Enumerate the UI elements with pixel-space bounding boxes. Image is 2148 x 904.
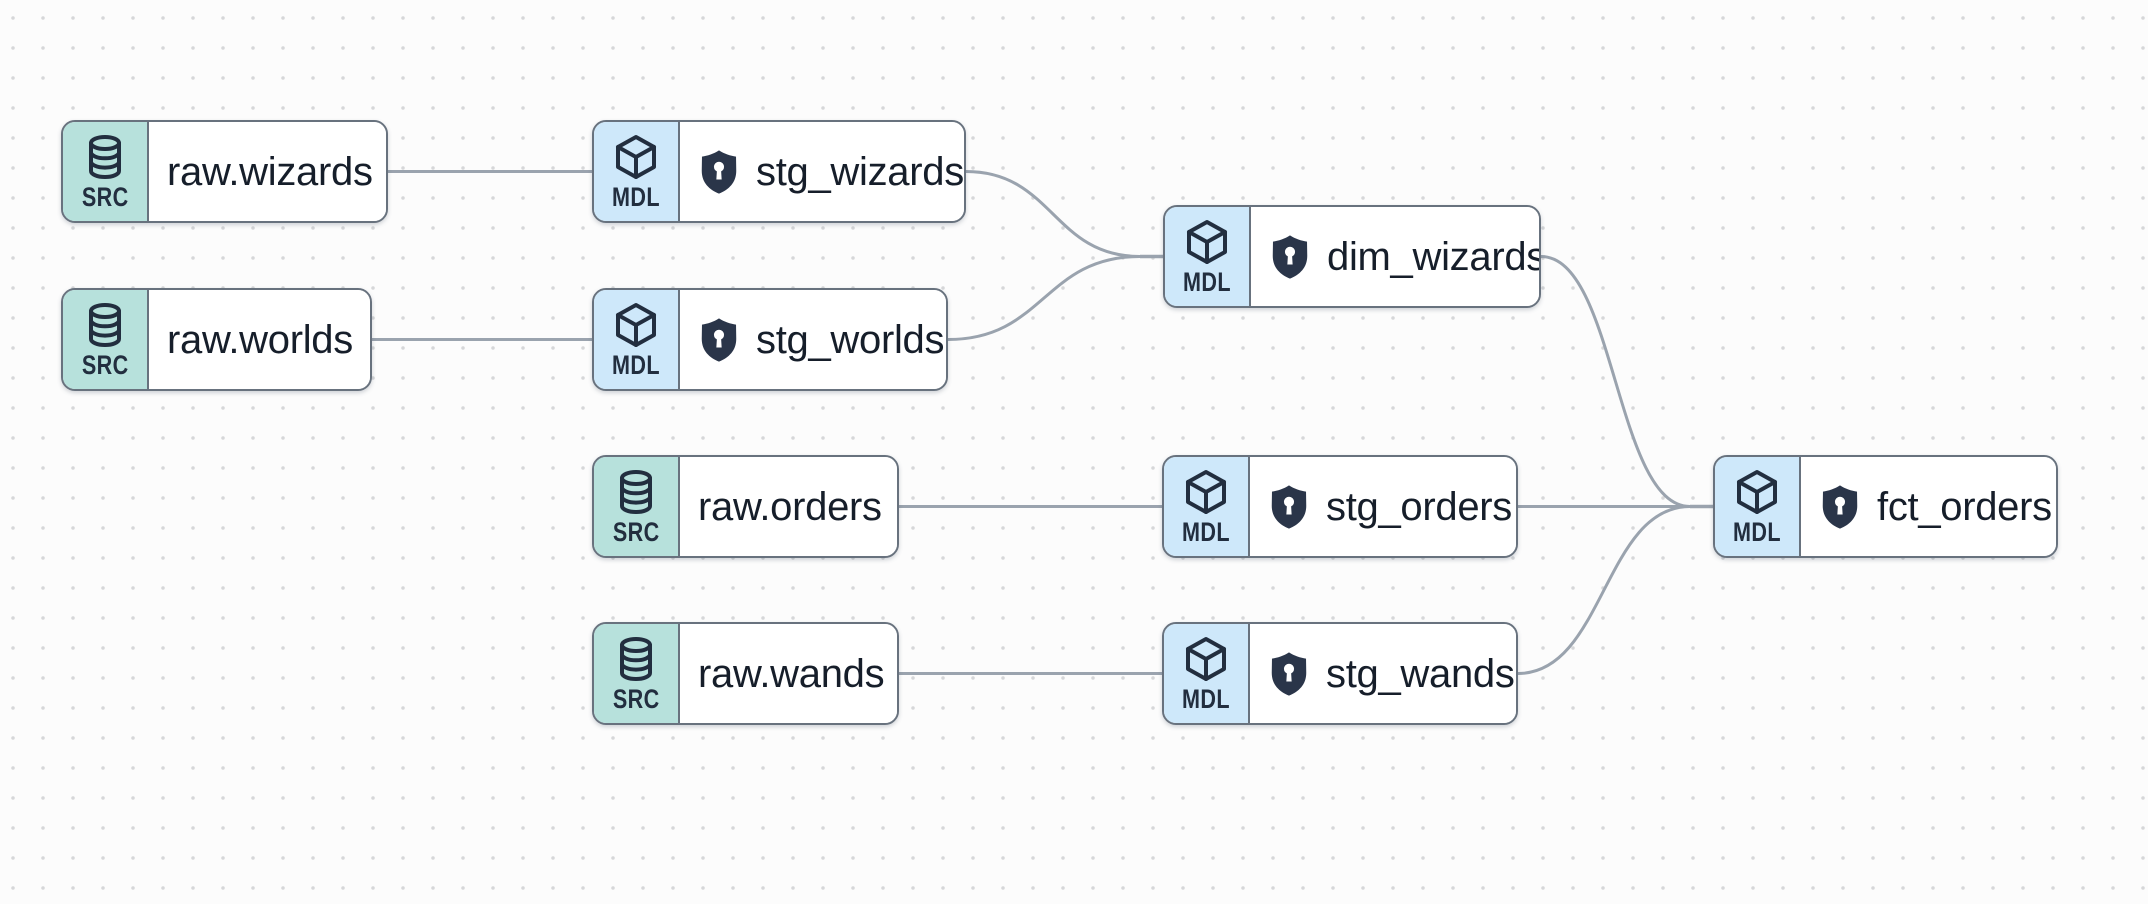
- badge-label: MDL: [1181, 683, 1230, 714]
- node-label: stg_worlds: [756, 317, 945, 362]
- badge-label: MDL: [1181, 516, 1230, 547]
- cube-icon: [1182, 468, 1230, 516]
- database-icon: [81, 301, 129, 349]
- source-badge: SRC: [594, 457, 680, 556]
- cube-icon: [1182, 635, 1230, 683]
- lineage-node-stg_wizards[interactable]: MDL stg_wizards: [592, 120, 966, 223]
- badge-label: SRC: [81, 349, 129, 380]
- shield-lock-icon: [698, 149, 740, 195]
- lineage-node-raw_orders[interactable]: SRC raw.orders: [592, 455, 899, 558]
- lineage-node-dim_wizards[interactable]: MDL dim_wizards: [1163, 205, 1541, 308]
- shield-lock-icon: [1819, 484, 1861, 530]
- cube-icon: [1183, 218, 1231, 266]
- node-label: stg_wands: [1326, 651, 1515, 696]
- node-body: stg_orders: [1250, 457, 1516, 556]
- source-badge: SRC: [63, 290, 149, 389]
- badge-label: SRC: [81, 181, 129, 212]
- node-label: fct_orders: [1877, 484, 2052, 529]
- shield-lock-icon: [1268, 651, 1310, 697]
- node-body: raw.worlds: [149, 290, 370, 389]
- edge-stg_wands-to-fct_orders: [1517, 505, 1691, 675]
- cube-icon: [1733, 468, 1781, 516]
- cube-icon: [612, 301, 660, 349]
- cube-icon: [612, 133, 660, 181]
- database-icon: [612, 468, 660, 516]
- node-label: stg_orders: [1326, 484, 1512, 529]
- node-label: dim_wizards: [1327, 234, 1541, 279]
- model-badge: MDL: [1165, 207, 1251, 306]
- node-label: raw.wizards: [167, 149, 373, 194]
- edge-stg_worlds-to-dim_wizards: [947, 255, 1141, 341]
- database-icon: [612, 635, 660, 683]
- node-label: raw.wands: [698, 651, 885, 696]
- node-body: stg_worlds: [680, 290, 946, 389]
- shield-lock-icon: [698, 317, 740, 363]
- source-badge: SRC: [594, 624, 680, 723]
- badge-label: SRC: [612, 683, 660, 714]
- badge-label: MDL: [611, 349, 660, 380]
- model-badge: MDL: [1164, 624, 1250, 723]
- lineage-node-raw_wizards[interactable]: SRC raw.wizards: [61, 120, 388, 223]
- lineage-node-raw_worlds[interactable]: SRC raw.worlds: [61, 288, 372, 391]
- badge-label: MDL: [1182, 266, 1231, 297]
- node-body: stg_wizards: [680, 122, 964, 221]
- node-label: raw.worlds: [167, 317, 353, 362]
- node-body: raw.orders: [680, 457, 897, 556]
- model-badge: MDL: [1164, 457, 1250, 556]
- badge-label: MDL: [611, 181, 660, 212]
- node-body: raw.wands: [680, 624, 897, 723]
- node-label: raw.orders: [698, 484, 882, 529]
- lineage-node-stg_wands[interactable]: MDL stg_wands: [1162, 622, 1518, 725]
- model-badge: MDL: [594, 290, 680, 389]
- node-label: stg_wizards: [756, 149, 964, 194]
- edge-stg_wizards-to-dim_wizards: [965, 170, 1141, 258]
- badge-label: MDL: [1732, 516, 1781, 547]
- shield-lock-icon: [1269, 234, 1311, 280]
- node-body: fct_orders: [1801, 457, 2056, 556]
- lineage-node-stg_orders[interactable]: MDL stg_orders: [1162, 455, 1518, 558]
- source-badge: SRC: [63, 122, 149, 221]
- lineage-node-fct_orders[interactable]: MDL fct_orders: [1713, 455, 2058, 558]
- node-body: raw.wizards: [149, 122, 386, 221]
- badge-label: SRC: [612, 516, 660, 547]
- lineage-node-raw_wands[interactable]: SRC raw.wands: [592, 622, 899, 725]
- node-body: stg_wands: [1250, 624, 1516, 723]
- model-badge: MDL: [594, 122, 680, 221]
- edge-dim_wizards-to-fct_orders: [1540, 255, 1691, 508]
- shield-lock-icon: [1268, 484, 1310, 530]
- node-body: dim_wizards: [1251, 207, 1541, 306]
- model-badge: MDL: [1715, 457, 1801, 556]
- lineage-node-stg_worlds[interactable]: MDL stg_worlds: [592, 288, 948, 391]
- database-icon: [81, 133, 129, 181]
